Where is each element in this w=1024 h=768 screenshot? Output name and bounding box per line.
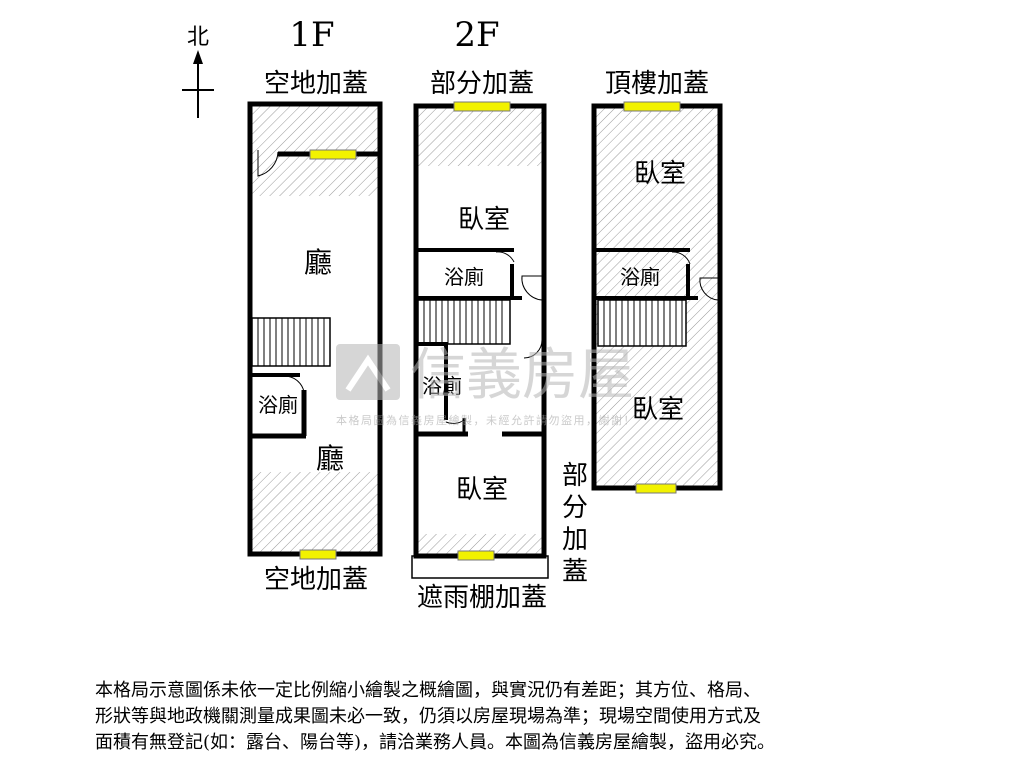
- watermark-brand: 信義房屋: [410, 343, 634, 408]
- window-icon: [299, 549, 337, 560]
- window-icon: [453, 101, 511, 112]
- disclaimer-line: 形狀等與地政機關測量成果圖未必一致，仍須以房屋現場為準；現場空間使用方式及: [95, 706, 761, 727]
- window-icon: [635, 483, 677, 494]
- side-label-char: 蓋: [562, 557, 588, 587]
- side-label-char: 分: [562, 493, 588, 523]
- plan-1f: 廳 浴廁 廳: [247, 101, 383, 560]
- label-2f-bottom: 遮雨棚加蓋: [417, 583, 547, 613]
- watermark: 信義房屋 本格局圖為信義房屋繪製，未經允許請勿盜用，謝謝！: [336, 343, 636, 427]
- disclaimer-line: 面積有無登記(如：露台、陽台等)，請洽業務人員。本圖為信義房屋繪製，盜用必究。: [95, 732, 776, 753]
- plan-roof: 臥室 浴廁 臥室: [591, 101, 723, 494]
- room-label: 浴廁: [258, 393, 298, 417]
- room-label: 浴廁: [444, 265, 484, 289]
- label-1f-bottom: 空地加蓋: [264, 565, 368, 595]
- floor-title-1f: 1F: [289, 15, 334, 55]
- watermark-text: 本格局圖為信義房屋繪製，未經允許請勿盜用，謝謝！: [336, 413, 636, 427]
- label-2f-side: 部 分 加 蓋: [562, 461, 588, 587]
- room-label: 廳: [304, 246, 332, 279]
- north-arrow-icon: [193, 50, 203, 64]
- room-label: 臥室: [632, 395, 684, 425]
- room-label: 廳: [316, 442, 344, 475]
- disclaimer-line: 本格局示意圖係未依一定比例縮小繪製之概繪圖，與實況仍有差距；其方位、格局、: [95, 680, 761, 701]
- room-label: 浴廁: [620, 265, 660, 289]
- north-label: 北: [187, 25, 209, 50]
- stairs-roof: [597, 299, 687, 347]
- label-roof-top: 頂樓加蓋: [605, 69, 709, 99]
- room-label: 臥室: [458, 205, 510, 235]
- north-arrow: 北: [182, 25, 214, 118]
- side-label-char: 加: [562, 525, 588, 555]
- floor-title-2f: 2F: [454, 15, 499, 55]
- stairs-1f: [251, 317, 331, 367]
- side-label-char: 部: [562, 461, 588, 491]
- room-label: 臥室: [634, 159, 686, 189]
- room-label: 臥室: [456, 475, 508, 505]
- label-1f-top: 空地加蓋: [264, 69, 368, 99]
- room-label: 浴廁: [422, 374, 462, 398]
- plan-2f: 臥室 浴廁 浴廁 臥室: [411, 101, 549, 579]
- window-icon: [457, 550, 495, 561]
- brand-logo-icon: [336, 344, 400, 400]
- window-icon: [623, 101, 681, 112]
- label-2f-top: 部分加蓋: [430, 69, 534, 99]
- disclaimer: 本格局示意圖係未依一定比例縮小繪製之概繪圖，與實況仍有差距；其方位、格局、 形狀…: [95, 678, 935, 756]
- stairs-2f: [417, 299, 511, 345]
- window-icon: [309, 149, 357, 160]
